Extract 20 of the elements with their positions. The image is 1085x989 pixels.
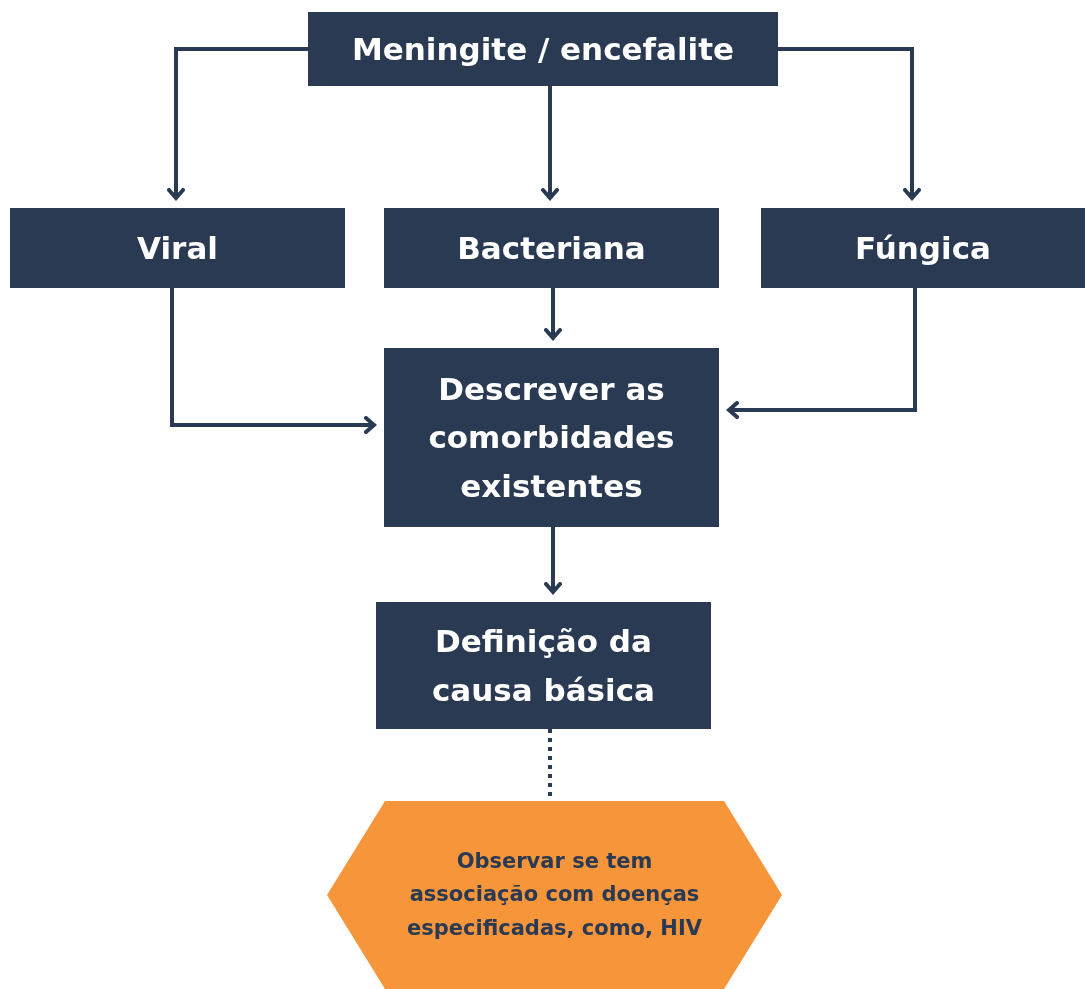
arrow: [541, 86, 559, 200]
arrow: [167, 47, 308, 200]
arrow: [778, 47, 921, 200]
arrow: [544, 527, 562, 594]
process-box: [10, 208, 345, 288]
process-box: [308, 12, 778, 86]
node-label: Definição da causa básica: [431, 622, 656, 710]
process-box: [384, 208, 719, 288]
process-box: [384, 348, 719, 527]
node-label: Descrever as comorbidades existentes: [427, 370, 676, 506]
node-label: Viral: [137, 228, 218, 268]
node-label: Fúngica: [855, 228, 991, 268]
node-label: Meningite / encefalite: [351, 29, 735, 69]
arrow: [170, 288, 376, 434]
node-label: Observar se tem associação com doenças especificadas, como, HIV: [406, 847, 703, 942]
process-box: [761, 208, 1085, 288]
arrow: [544, 288, 562, 340]
arrow: [727, 288, 917, 419]
process-box: [376, 602, 711, 729]
node-label: Bacteriana: [457, 228, 646, 268]
